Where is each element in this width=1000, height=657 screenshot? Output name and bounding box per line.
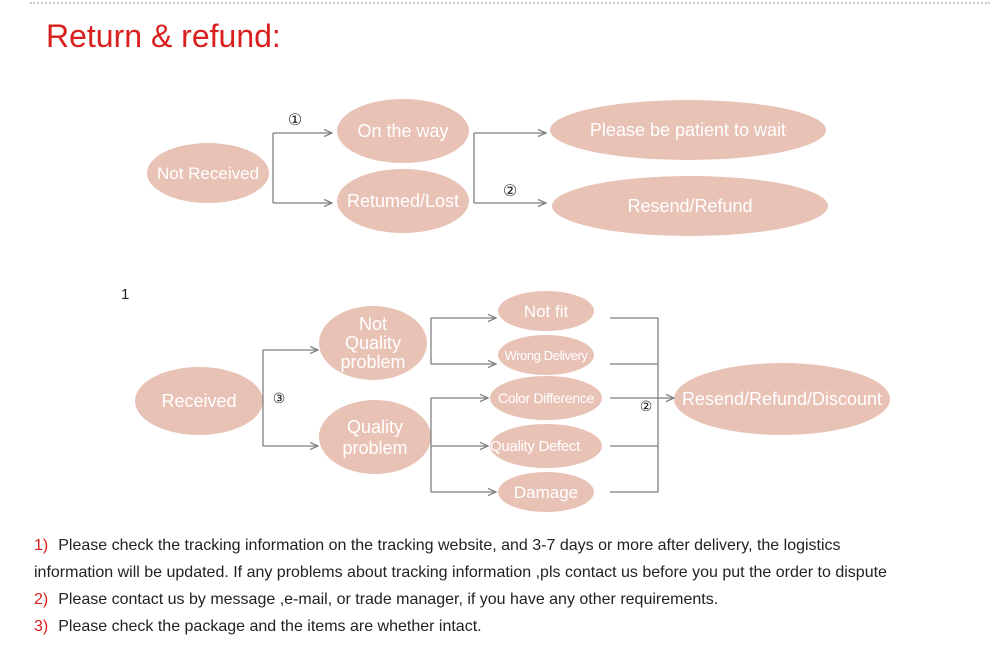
step-2-marker: ② xyxy=(502,183,518,200)
label-not-quality-problem: Not Quality problem xyxy=(320,313,426,373)
label-resend-refund-discount: Resend/Refund/Discount xyxy=(681,389,883,409)
bubble-not-received xyxy=(147,143,269,203)
bubble-on-the-way xyxy=(337,99,469,163)
bubble-resend-refund xyxy=(552,176,828,236)
bubble-wrong-delivery xyxy=(498,335,594,375)
label-not-quality-line-1: Not xyxy=(358,313,387,334)
bubble-received xyxy=(135,367,263,435)
step-2-marker-second: ② xyxy=(639,398,653,414)
top-dotted-divider xyxy=(30,2,990,4)
notes-list: 1) Please check the tracking information … xyxy=(34,532,984,640)
page-title: Return & refund: xyxy=(46,18,281,54)
note-text: information will be updated. If any prob… xyxy=(34,564,887,581)
bubble-color-difference xyxy=(490,376,602,420)
step-3-marker: ③ xyxy=(272,390,286,406)
stray-number-label: 1 xyxy=(121,286,130,303)
note-line-1: 1) Please check the tracking information … xyxy=(34,532,984,559)
note-number: 3) xyxy=(34,618,49,635)
note-line-2: 2) Please contact us by message ,e-mail, … xyxy=(34,586,984,613)
label-not-received: Not Received xyxy=(156,163,260,183)
step-1-marker: ① xyxy=(287,112,303,129)
label-resend-refund: Resend/Refund xyxy=(627,196,753,216)
bubble-not-quality-problem xyxy=(319,306,427,380)
label-quality-line-1: Quality xyxy=(346,417,404,437)
connector-issues-bracket xyxy=(610,317,659,493)
label-not-quality-line-3: problem xyxy=(340,351,406,372)
note-number: 1) xyxy=(34,537,49,554)
bubble-quality-problem xyxy=(319,400,431,474)
label-damage: Damage xyxy=(513,482,579,502)
label-not-quality-line-2: Quality xyxy=(344,332,402,353)
bubble-quality-defect xyxy=(490,424,602,468)
bubble-resend-refund-discount xyxy=(674,363,890,435)
note-text: Please check the tracking information on… xyxy=(58,537,841,554)
bubble-damage xyxy=(498,472,594,512)
note-number: 2) xyxy=(34,591,49,608)
label-quality-line-2: problem xyxy=(342,438,408,458)
note-line-1-continued: information will be updated. If any prob… xyxy=(34,559,984,586)
note-text: Please contact us by message ,e-mail, or… xyxy=(58,591,719,608)
note-line-3: 3) Please check the package and the items… xyxy=(34,613,984,640)
bubble-not-fit xyxy=(498,291,594,331)
bubble-please-be-patient xyxy=(550,100,826,160)
label-wrong-delivery: Wrong Delivery xyxy=(504,347,588,363)
label-please-be-patient: Please be patient to wait xyxy=(589,120,787,140)
label-color-difference: Color Difference xyxy=(497,390,595,406)
label-on-the-way: On the way xyxy=(357,121,449,141)
label-received: Received xyxy=(161,391,237,411)
label-quality-defect: Quality Defect xyxy=(490,437,581,455)
bubble-returned-lost xyxy=(337,169,469,233)
label-returned-lost: Retumed/Lost xyxy=(346,191,460,211)
label-not-fit: Not fit xyxy=(523,301,569,321)
note-text: Please check the package and the items a… xyxy=(58,618,482,635)
label-quality-problem: Quality problem xyxy=(320,416,430,460)
